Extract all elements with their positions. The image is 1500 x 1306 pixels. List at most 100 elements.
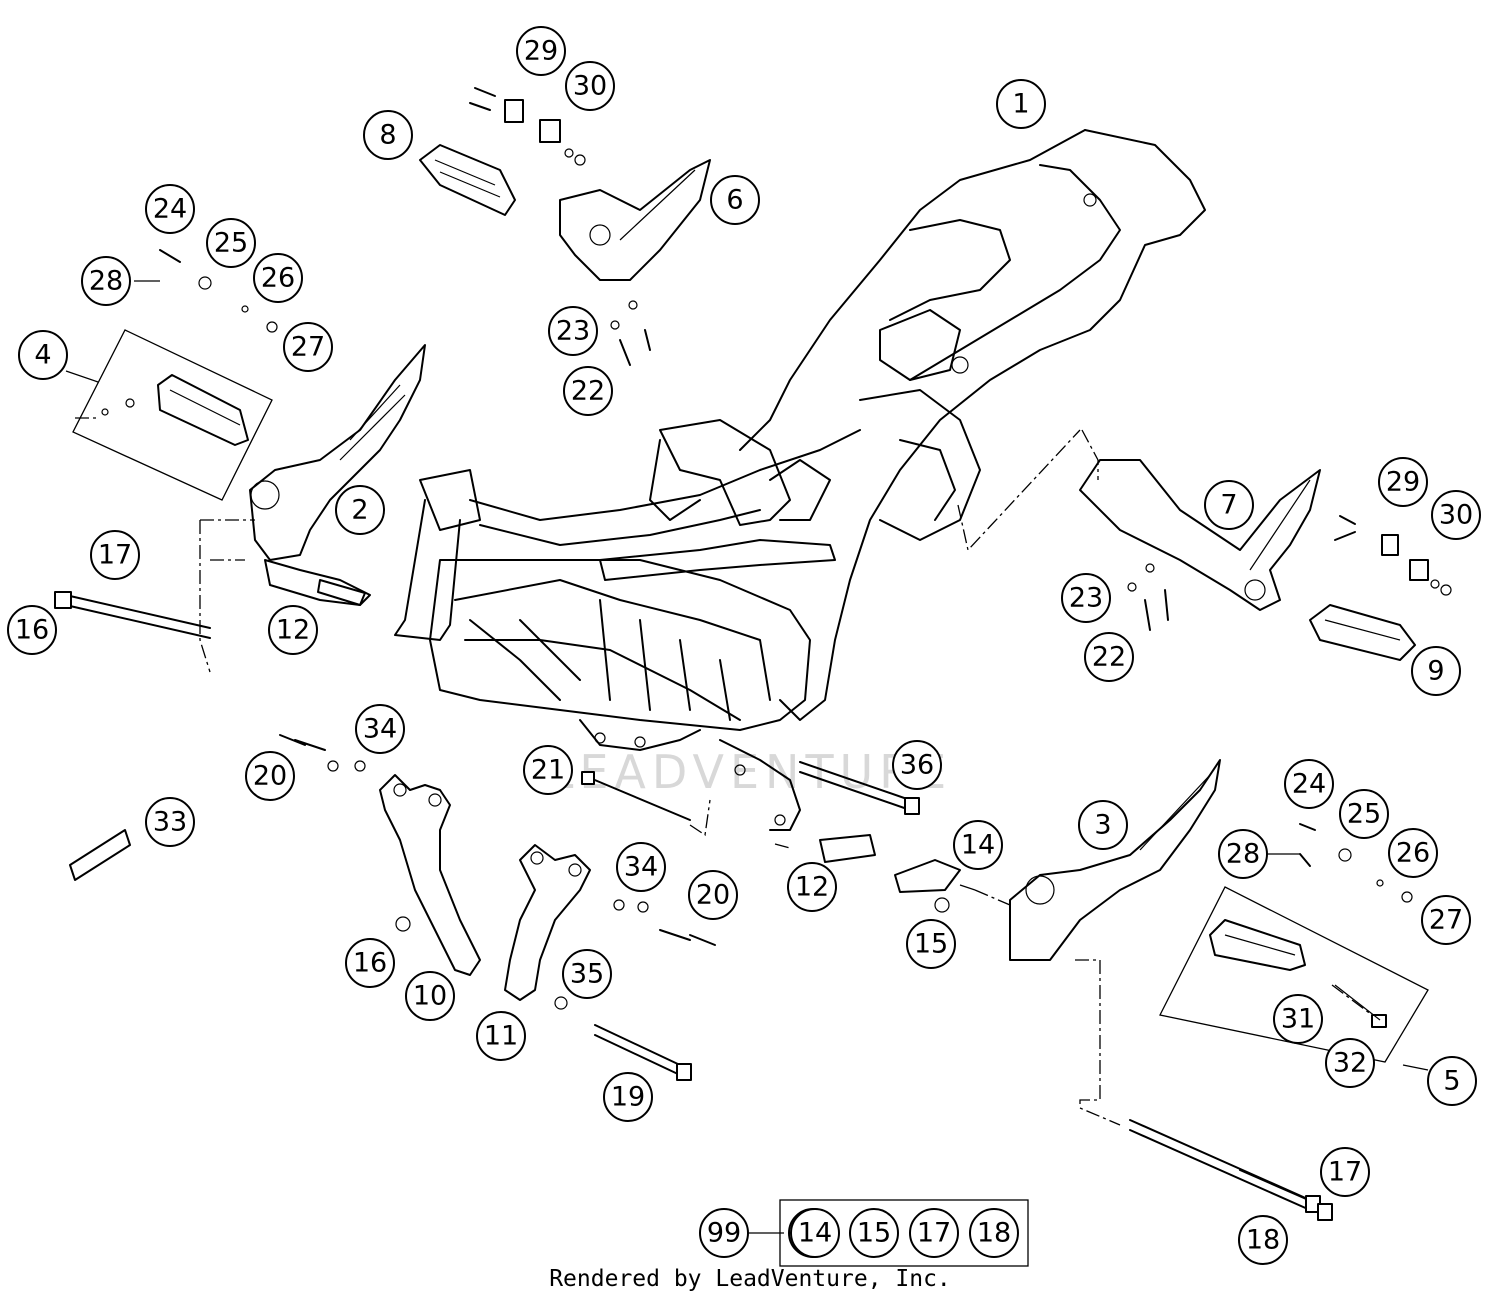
callout-label: 7 bbox=[1220, 490, 1237, 521]
callout-label: 29 bbox=[1386, 467, 1420, 498]
callout-label: 27 bbox=[291, 332, 325, 363]
callout-circle bbox=[906, 919, 956, 969]
callout-label: 22 bbox=[1092, 642, 1126, 673]
callout-circle bbox=[516, 26, 566, 76]
callout-label: 16 bbox=[353, 948, 387, 979]
kit-label-callout: 99 bbox=[699, 1208, 749, 1258]
callout-label: 31 bbox=[1281, 1004, 1315, 1035]
callout-label: 24 bbox=[1292, 769, 1326, 800]
callout-circle bbox=[699, 1208, 749, 1258]
callout-circle bbox=[565, 61, 615, 111]
callout-label: 12 bbox=[276, 615, 310, 646]
callout-label: 17 bbox=[917, 1218, 951, 1249]
callout-circle bbox=[523, 745, 573, 795]
callout-label: 19 bbox=[611, 1082, 645, 1113]
callout-circle bbox=[1084, 632, 1134, 682]
callout-28: 28 bbox=[81, 256, 131, 306]
callout-22: 22 bbox=[563, 366, 613, 416]
callout-label: 18 bbox=[977, 1218, 1011, 1249]
kit-item-callout: 17 bbox=[909, 1208, 959, 1258]
footer-caption: Rendered by LeadVenture, Inc. bbox=[549, 1266, 951, 1292]
callout-14: 14 bbox=[953, 820, 1003, 870]
callout-circle bbox=[892, 740, 942, 790]
callout-8: 8 bbox=[363, 110, 413, 160]
callout-33: 33 bbox=[145, 797, 195, 847]
callout-circle bbox=[283, 322, 333, 372]
callout-circle bbox=[562, 949, 612, 999]
callout-12: 12 bbox=[268, 605, 318, 655]
callout-circle bbox=[90, 530, 140, 580]
callout-circle bbox=[563, 366, 613, 416]
main-frame bbox=[394, 129, 1206, 831]
callout-leaders bbox=[65, 280, 1429, 1234]
callout-20: 20 bbox=[245, 751, 295, 801]
callout-label: 5 bbox=[1443, 1066, 1460, 1097]
callout-circle bbox=[969, 1208, 1019, 1258]
callout-30: 30 bbox=[565, 61, 615, 111]
callout-30: 30 bbox=[1431, 490, 1481, 540]
callout-32: 32 bbox=[1325, 1038, 1375, 1088]
part-2-left-footrest-bracket bbox=[249, 344, 426, 606]
callout-17: 17 bbox=[1320, 1147, 1370, 1197]
callout-3: 3 bbox=[1078, 800, 1128, 850]
callout-label: 17 bbox=[98, 540, 132, 571]
callout-label: 30 bbox=[1439, 500, 1473, 531]
callout-label: 8 bbox=[379, 120, 396, 151]
callout-22: 22 bbox=[1084, 632, 1134, 682]
callout-label: 25 bbox=[214, 228, 248, 259]
callout-25: 25 bbox=[206, 218, 256, 268]
callout-15: 15 bbox=[906, 919, 956, 969]
kit-item-callout: 15 bbox=[849, 1208, 899, 1258]
callout-circle bbox=[81, 256, 131, 306]
kit-box bbox=[779, 1199, 1029, 1267]
callout-23: 23 bbox=[548, 306, 598, 356]
kit-item-callout: 18 bbox=[969, 1208, 1019, 1258]
callout-36: 36 bbox=[892, 740, 942, 790]
callout-label: 34 bbox=[624, 852, 658, 883]
callout-circle bbox=[1061, 573, 1111, 623]
part-5-footpeg-kit bbox=[1159, 886, 1429, 1063]
callout-label: 1 bbox=[1012, 89, 1029, 120]
callout-circle bbox=[1427, 1056, 1477, 1106]
callout-label: 14 bbox=[961, 830, 995, 861]
callout-28: 28 bbox=[1218, 829, 1268, 879]
callout-label: 30 bbox=[573, 71, 607, 102]
part-4-footpeg-kit bbox=[72, 329, 273, 501]
callout-circle bbox=[476, 1011, 526, 1061]
callout-16: 16 bbox=[345, 938, 395, 988]
callout-24: 24 bbox=[1284, 759, 1334, 809]
callout-label: 23 bbox=[1069, 583, 1103, 614]
callout-label: 22 bbox=[571, 376, 605, 407]
callout-circle bbox=[1284, 759, 1334, 809]
callout-4: 4 bbox=[18, 330, 68, 380]
part-8-footpeg bbox=[419, 144, 516, 216]
callout-19: 19 bbox=[603, 1072, 653, 1122]
callout-6: 6 bbox=[710, 175, 760, 225]
callout-27: 27 bbox=[1421, 895, 1471, 945]
callout-circle bbox=[1388, 828, 1438, 878]
callout-circle bbox=[688, 870, 738, 920]
callout-label: 28 bbox=[89, 266, 123, 297]
callout-circle bbox=[1421, 895, 1471, 945]
callout-29: 29 bbox=[516, 26, 566, 76]
callout-label: 20 bbox=[253, 761, 287, 792]
callout-27: 27 bbox=[283, 322, 333, 372]
callout-circle bbox=[1411, 646, 1461, 696]
callout-label: 26 bbox=[1396, 838, 1430, 869]
callout-label: 18 bbox=[1246, 1225, 1280, 1256]
callout-label: 21 bbox=[531, 755, 565, 786]
callout-label: 32 bbox=[1333, 1048, 1367, 1079]
part-10-bracket bbox=[379, 774, 481, 976]
callout-label: 16 bbox=[15, 615, 49, 646]
callout-31: 31 bbox=[1273, 994, 1323, 1044]
callout-circle bbox=[548, 306, 598, 356]
callout-21: 21 bbox=[523, 745, 573, 795]
callout-11: 11 bbox=[476, 1011, 526, 1061]
callout-7: 7 bbox=[1204, 480, 1254, 530]
callout-circle bbox=[268, 605, 318, 655]
callout-circle bbox=[1204, 480, 1254, 530]
callout-label: 15 bbox=[914, 929, 948, 960]
callout-20: 20 bbox=[688, 870, 738, 920]
